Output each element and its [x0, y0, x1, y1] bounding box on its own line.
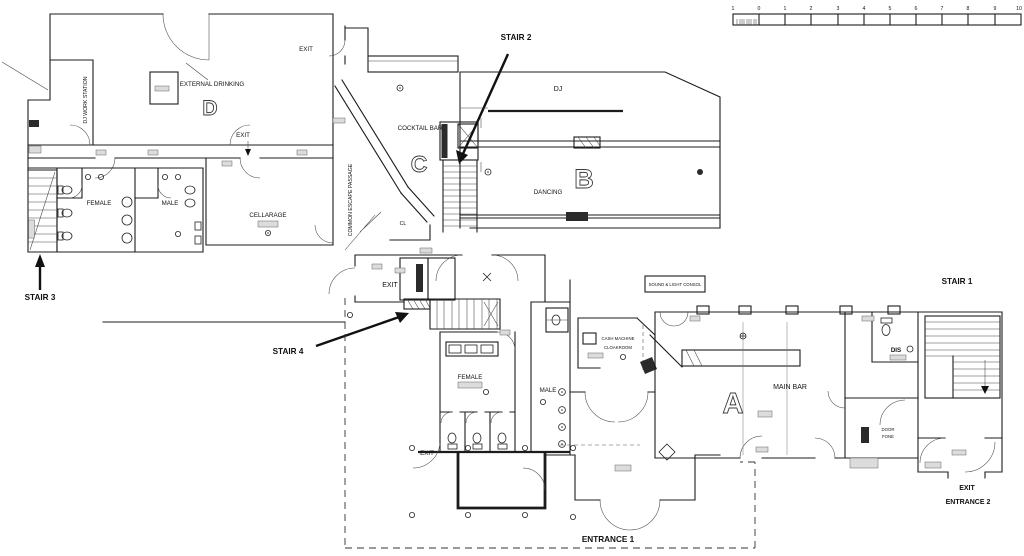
scale-number: 6: [915, 6, 918, 12]
zone-b-letter: B: [574, 164, 594, 194]
stair-2-label: STAIR 2: [501, 33, 532, 42]
entrance-1-block: EXIT ENTRANCE 1: [412, 442, 721, 544]
stair-4-label: STAIR 4: [273, 347, 304, 356]
left-toilets: FEMALE MALE: [27, 167, 204, 253]
scale-number: 4: [863, 6, 866, 12]
wing-d: EXTERNAL DRINKING D DJ WORK STATION: [1, 13, 334, 253]
escape-passage: COMMON ESCAPE PASSAGE: [334, 79, 435, 251]
common-escape-passage-label: COMMON ESCAPE PASSAGE: [348, 163, 354, 236]
stair-2: STAIR 2: [439, 33, 532, 233]
male-central-label: MALE: [540, 387, 557, 394]
exit-label-south: EXIT: [420, 450, 434, 457]
stair-3: STAIR 3: [25, 169, 58, 302]
zone-c-letter: C: [411, 151, 428, 177]
stair-4: STAIR 4: [273, 298, 501, 356]
zone-a-letter: A: [723, 388, 744, 420]
dj-work-station-label: DJ WORK STATION: [83, 76, 89, 123]
dis-label: DIS: [891, 347, 901, 354]
dancing-label: DANCING: [534, 189, 563, 196]
dj-label: DJ: [554, 86, 563, 93]
entrance-2-label: ENTRANCE 2: [946, 499, 991, 506]
scale-number: 1: [784, 6, 787, 12]
door-fone-label-2: FONE: [882, 434, 894, 439]
scale-number: 8: [967, 6, 970, 12]
male-left-label: MALE: [162, 200, 179, 207]
cash-cloak-area: CASH MACHINE CLOAKROOM: [569, 317, 657, 423]
main-bar: SOUND & LIGHT CONSOL MAIN BAR A DOOR FON…: [644, 275, 919, 469]
scale-number: 10: [1016, 6, 1022, 12]
door-fone-label-1: DOOR: [882, 427, 895, 432]
cocktail-bar-label: COCKTAIL BAR: [398, 125, 443, 132]
female-central-label: FEMALE: [458, 374, 483, 381]
exit-label-mid: EXIT: [382, 282, 398, 289]
central-lobby: EXIT: [328, 254, 546, 303]
exit-label-entrance2: EXIT: [959, 485, 975, 492]
scale-number: 3: [837, 6, 840, 12]
scale-number: 7: [941, 6, 944, 12]
cellarage: CELLARAGE EXIT: [205, 132, 334, 246]
cash-machine-label: CASH MACHINE: [602, 336, 635, 341]
male-toilets-central: MALE: [530, 279, 571, 456]
female-toilets-central: FEMALE: [439, 331, 516, 453]
scale-number: 2: [810, 6, 813, 12]
columns: [346, 311, 577, 521]
stair-1-label: STAIR 1: [942, 277, 973, 286]
cocktail-bar: EXIT COCKTAIL BAR C CL: [299, 25, 459, 241]
zone-d-letter: D: [202, 97, 217, 120]
main-bar-label: MAIN BAR: [773, 384, 807, 391]
scale-number: 9: [994, 6, 997, 12]
level-tags: [332, 117, 875, 336]
cellarage-label: CELLARAGE: [249, 212, 286, 219]
stair-3-label: STAIR 3: [25, 293, 56, 302]
female-left-label: FEMALE: [87, 200, 112, 207]
scale-number: 1: [732, 6, 735, 12]
scale-bar: 1 0 1 2 3 4 5 6 7 8 9 10: [732, 6, 1022, 26]
entrance-1-label: ENTRANCE 1: [582, 535, 635, 544]
external-drinking-label: EXTERNAL DRINKING: [180, 81, 245, 88]
dj-dancing: DJ B DANCING: [459, 71, 721, 229]
cl-label: CL: [400, 221, 407, 227]
cloakroom-label: CLOAKROOM: [604, 345, 632, 350]
scale-number: 0: [758, 6, 761, 12]
right-wing: STAIR 1 DIS EXIT ENTRANCE 2: [871, 277, 1003, 506]
exit-label-top: EXIT: [299, 46, 313, 53]
scale-number: 5: [889, 6, 892, 12]
exit-label-cellarage: EXIT: [236, 132, 250, 139]
boundary-dashed: [344, 298, 756, 549]
sound-light-console-label: SOUND & LIGHT CONSOL: [649, 282, 702, 287]
